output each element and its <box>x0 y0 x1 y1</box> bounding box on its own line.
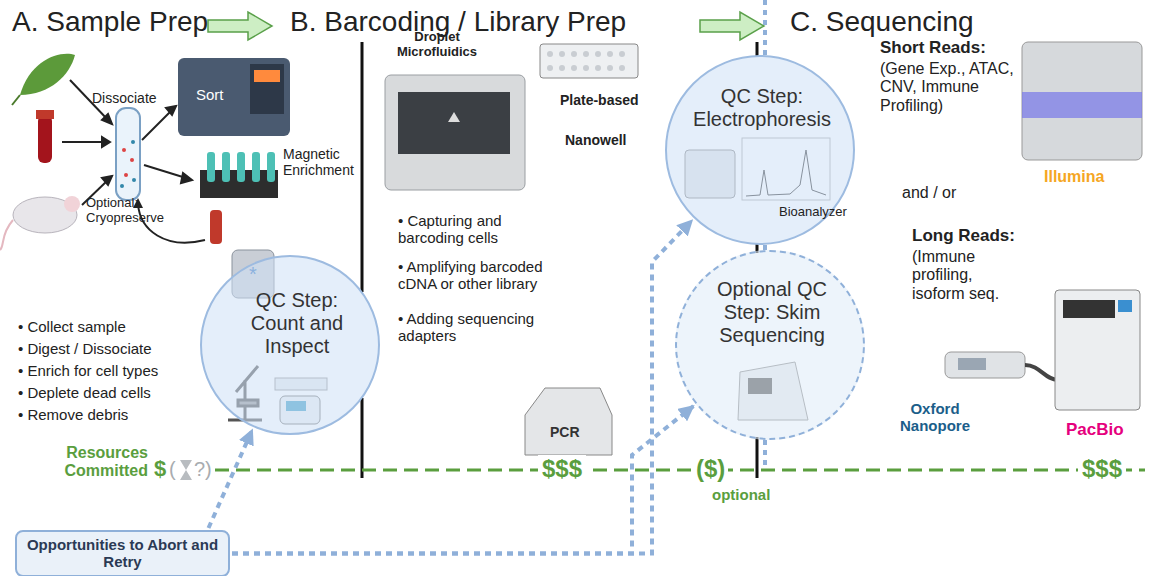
node-title: Optional QC Step: Skim Sequencing <box>699 278 845 347</box>
label: Droplet Microfluidics <box>392 30 482 60</box>
label: Plate-based <box>560 92 639 108</box>
label: • Collect sample <box>18 318 126 335</box>
label: ( <box>169 458 176 481</box>
label: • Deplete dead cells <box>18 384 151 401</box>
node-title: QC Step: Count and Inspect <box>232 289 362 358</box>
label: • Enrich for cell types <box>18 362 158 379</box>
label: • Digest / Dissociate <box>18 340 152 357</box>
qc-circle: QC Step: ElectrophoresisBioanalyzer <box>665 55 855 245</box>
blood-tube <box>38 115 52 163</box>
label: Short Reads: <box>880 38 986 58</box>
label: • Amplifying barcoded cDNA or other libr… <box>398 258 563 293</box>
well-plate <box>540 44 638 78</box>
cryo-tube <box>210 210 222 244</box>
label: Magnetic Enrichment <box>283 146 363 178</box>
flow-arrow <box>208 12 272 40</box>
label: $$$ <box>538 455 586 483</box>
label: PCR <box>550 424 580 440</box>
label: $$$ <box>1078 455 1126 483</box>
pacbio-sequencer <box>1055 290 1140 410</box>
pcr-machine <box>525 388 612 455</box>
qc-circle: QC Step: Count and Inspect <box>200 255 380 435</box>
label: A. Sample Prep <box>12 6 208 38</box>
label: optional <box>712 486 770 503</box>
node-title: Opportunities to Abort and Retry <box>17 532 228 575</box>
label: Long Reads: <box>912 226 1015 246</box>
hourglass-icon <box>180 460 192 480</box>
leaf-icon <box>20 54 75 95</box>
retry-arrow <box>209 430 253 528</box>
wells <box>547 51 625 71</box>
rack-tubes <box>207 152 275 182</box>
flow-arrow <box>700 12 764 40</box>
label: (Gene Exp., ATAC, CNV, Immune Profiling) <box>880 60 1015 115</box>
source-arrows <box>62 80 192 205</box>
label: and / or <box>902 184 956 202</box>
cell-sorter <box>178 58 290 136</box>
node-label: Bioanalyzer <box>779 205 859 220</box>
label: (Immune profiling, isoform seq. <box>912 248 1022 303</box>
label: ($) <box>693 455 728 483</box>
nanopore-device <box>945 352 1025 378</box>
process-box: Opportunities to Abort and Retry <box>15 530 230 576</box>
cells <box>120 140 136 188</box>
qc-circle: Optional QC Step: Skim Sequencing <box>675 250 865 440</box>
label: ?) <box>194 458 212 481</box>
cells <box>122 148 134 177</box>
label: • Remove debris <box>18 406 128 423</box>
label: $ <box>154 456 166 481</box>
label: Illumina <box>1044 168 1104 186</box>
label: Dissociate <box>92 90 157 106</box>
droplet-instrument <box>385 75 525 190</box>
dissociation-tube <box>116 108 140 200</box>
node-title: QC Step: Electrophoresis <box>687 85 837 131</box>
label: Nanowell <box>565 132 626 148</box>
label: Resources Committed <box>36 444 148 481</box>
label: • Capturing and barcoding cells <box>398 212 548 247</box>
illumina-sequencer <box>1022 42 1142 160</box>
label: C. Sequencing <box>790 6 974 38</box>
label: • Adding sequencing adapters <box>398 310 558 345</box>
label: Oxford Nanopore <box>880 400 990 435</box>
resources-line <box>215 469 1145 472</box>
label: Sort <box>196 86 224 103</box>
label: Optional: Cryopreserve <box>86 196 166 226</box>
label: PacBio <box>1066 420 1124 440</box>
